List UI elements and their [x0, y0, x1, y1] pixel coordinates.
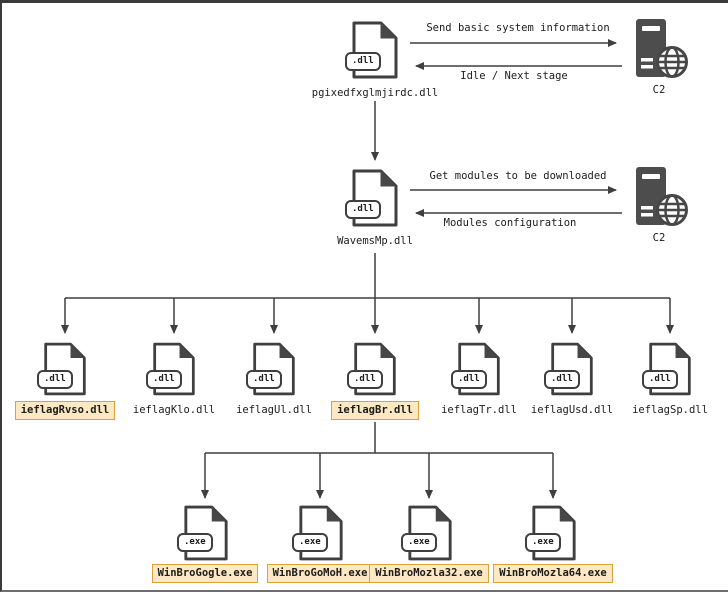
- module-node-5: .dll ieflagTr.dll: [419, 342, 539, 420]
- file-label: ieflagUl.dll: [236, 404, 312, 416]
- payload-node-1: .exe WinBroGogle.exe: [140, 505, 270, 583]
- c2-node-1: C2: [624, 17, 694, 96]
- file-label: WinBroMozla64.exe: [493, 564, 613, 583]
- edge-payloads-trunk: [205, 422, 553, 454]
- connector-lines: [61, 39, 674, 499]
- exe-badge: .exe: [292, 533, 328, 552]
- edge-modules-trunk: [65, 253, 670, 299]
- dll-badge: .dll: [347, 370, 383, 389]
- c2-server-icon: [636, 19, 688, 78]
- dll-file-icon: .dll: [146, 342, 197, 396]
- c2-server-icon: [636, 167, 688, 226]
- dll-badge: .dll: [451, 370, 487, 389]
- dll-file-icon: .dll: [37, 342, 88, 396]
- module-node-7: .dll ieflagSp.dll: [610, 342, 728, 420]
- file-label: pgixedfxglmjirdc.dll: [311, 87, 439, 99]
- payload-node-4: .exe WinBroMozla64.exe: [488, 505, 618, 583]
- exe-badge: .exe: [177, 533, 213, 552]
- dll-file-icon: .dll: [345, 169, 400, 227]
- file-label: WinBroGoMoH.exe: [266, 564, 374, 583]
- exe-file-icon: .exe: [525, 505, 576, 561]
- exe-file-icon: .exe: [292, 505, 343, 561]
- dll-file-icon: .dll: [642, 342, 693, 396]
- exe-badge: .exe: [525, 533, 561, 552]
- dll-file-icon: .dll: [347, 342, 398, 396]
- module-node-1: .dll ieflagRvso.dll: [5, 342, 125, 420]
- dll-badge: .dll: [146, 370, 182, 389]
- dll-badge: .dll: [642, 370, 678, 389]
- file-label: WavemsMp.dll: [337, 235, 413, 247]
- file-label: ieflagBr.dll: [331, 401, 419, 420]
- file-label: ieflagKlo.dll: [132, 404, 216, 416]
- dll-file-icon: .dll: [345, 21, 400, 79]
- label-get-modules: Get modules to be downloaded: [429, 170, 607, 182]
- c2-label: C2: [652, 232, 666, 244]
- dll-file-icon: .dll: [246, 342, 297, 396]
- label-idle-next-stage: Idle / Next stage: [460, 70, 568, 82]
- dll-badge: .dll: [544, 370, 580, 389]
- file-label: ieflagUsd.dll: [530, 404, 614, 416]
- exe-badge: .exe: [401, 533, 437, 552]
- module-node-4: .dll ieflagBr.dll: [315, 342, 435, 420]
- stage2-dll-node: .dll WavemsMp.dll: [265, 169, 485, 251]
- dll-badge: .dll: [246, 370, 282, 389]
- label-send-basic-info: Send basic system information: [426, 22, 610, 34]
- label-modules-config: Modules configuration: [443, 217, 577, 229]
- dll-badge: .dll: [345, 200, 381, 219]
- c2-node-2: C2: [624, 165, 694, 244]
- dll-badge: .dll: [37, 370, 73, 389]
- dll-file-icon: .dll: [451, 342, 502, 396]
- stage1-dll-node: .dll pgixedfxglmjirdc.dll: [265, 21, 485, 103]
- file-label: WinBroMozla32.exe: [369, 564, 489, 583]
- exe-file-icon: .exe: [401, 505, 452, 561]
- module-node-3: .dll ieflagUl.dll: [214, 342, 334, 420]
- c2-label: C2: [652, 84, 666, 96]
- module-node-6: .dll ieflagUsd.dll: [512, 342, 632, 420]
- exe-file-icon: .exe: [177, 505, 228, 561]
- file-label: ieflagRvso.dll: [14, 401, 116, 420]
- module-node-2: .dll ieflagKlo.dll: [114, 342, 234, 420]
- dll-file-icon: .dll: [544, 342, 595, 396]
- payload-node-3: .exe WinBroMozla32.exe: [364, 505, 494, 583]
- file-label: ieflagSp.dll: [632, 404, 708, 416]
- file-label: ieflagTr.dll: [441, 404, 517, 416]
- payload-node-2: .exe WinBroGoMoH.exe: [255, 505, 385, 583]
- file-label: WinBroGogle.exe: [151, 564, 259, 583]
- dll-badge: .dll: [345, 52, 381, 71]
